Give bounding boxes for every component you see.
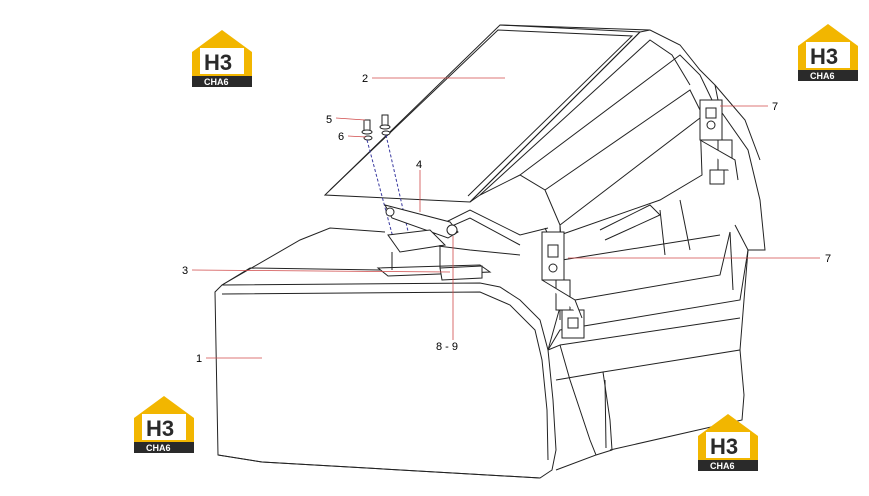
callout-3: 3 [182,265,188,277]
watermark-logo-bottom-left: H3 CHA6 [134,396,194,453]
bracket-assembly [361,114,492,281]
hinge-lower [541,231,585,339]
callout-1: 1 [196,353,202,365]
logo-caption: CHA6 [146,443,171,453]
watermark-logo-bottom-right: H3 CHA6 [698,414,758,471]
callout-8-9: 8 - 9 [436,341,458,353]
leader-lines [191,77,820,359]
logo-caption: CHA6 [710,461,735,471]
callout-4: 4 [416,159,422,171]
lower-housing-rim [221,227,749,351]
callout-6: 6 [338,131,344,143]
callout-labels: 1 2 3 4 5 6 7 7 8 - 9 [182,73,831,365]
callout-7-lower: 7 [825,253,831,265]
watermark-logo-top-left: H3 CHA6 [192,30,252,87]
logo-mark: H3 [810,44,838,69]
hinge-upper [699,99,739,185]
upper-housing [323,24,766,351]
logo-caption: CHA6 [810,71,835,81]
callout-7-upper: 7 [772,101,778,113]
lower-housing [214,224,749,479]
logo-mark: H3 [146,416,174,441]
logo-caption: CHA6 [204,77,229,87]
callout-2: 2 [362,73,368,85]
watermark-logo-top-right: H3 CHA6 [798,24,858,81]
logo-mark: H3 [710,434,738,459]
logo-mark: H3 [204,50,232,75]
callout-5: 5 [326,114,332,126]
